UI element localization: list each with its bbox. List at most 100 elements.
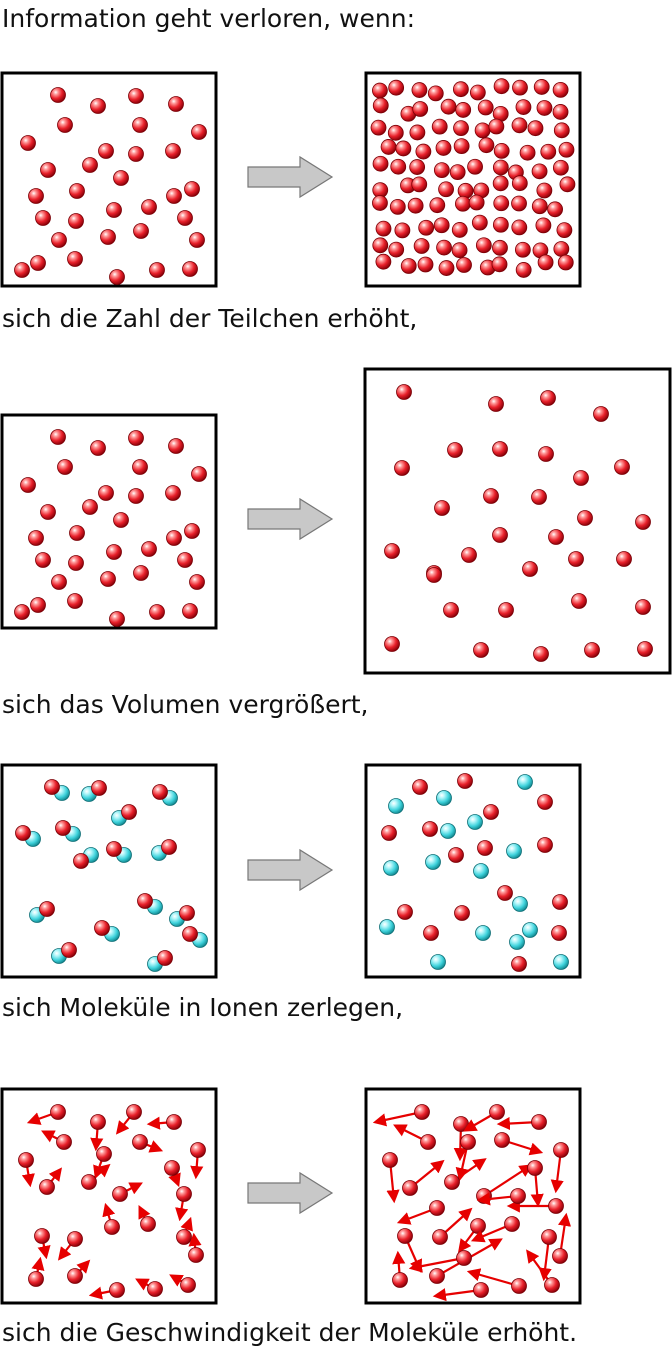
box-velocity-after (364, 1087, 582, 1305)
red-particle (519, 144, 536, 161)
red-particle (20, 135, 36, 151)
red-particle (440, 98, 457, 115)
red-particle (372, 155, 389, 172)
red-particle (455, 102, 472, 118)
red-particle (483, 804, 499, 820)
red-particle (372, 195, 388, 211)
red-particle (469, 84, 486, 101)
red-particle (34, 1228, 50, 1244)
red-particle (454, 905, 470, 921)
red-particle (372, 237, 389, 254)
red-particle (69, 525, 85, 541)
red-particle (531, 163, 548, 180)
red-particle (637, 641, 653, 657)
red-particle (121, 804, 137, 820)
red-particle (492, 159, 509, 176)
red-particle (544, 1277, 560, 1293)
red-particle (427, 85, 444, 102)
red-particle (126, 1104, 142, 1120)
red-particle (535, 217, 552, 234)
red-particle (382, 1152, 398, 1168)
red-particle (540, 390, 556, 406)
red-particle (189, 574, 205, 590)
red-particle (571, 593, 587, 609)
red-particle (426, 567, 442, 583)
red-particle (553, 122, 570, 139)
red-particle (90, 98, 106, 114)
red-particle (113, 512, 129, 528)
red-particle (106, 841, 122, 857)
red-particle (451, 222, 468, 238)
red-particle (412, 779, 428, 795)
red-particle (456, 257, 472, 273)
box-particles-before (0, 71, 218, 288)
box-velocity-before (0, 1087, 218, 1305)
red-particle (511, 219, 528, 236)
red-particle (396, 384, 412, 400)
red-particle (149, 262, 165, 278)
red-particle (497, 885, 513, 901)
red-particle (184, 181, 200, 197)
box-particles-after (364, 71, 582, 288)
red-particle (384, 543, 400, 559)
red-particle (537, 794, 553, 810)
red-particle (411, 82, 428, 98)
red-particle (433, 162, 450, 179)
red-particle (51, 574, 67, 590)
red-particle (67, 251, 83, 267)
cyan-particle (425, 854, 441, 870)
red-particle (20, 477, 36, 493)
red-particle (109, 611, 125, 627)
red-particle (55, 820, 71, 836)
red-particle (402, 1180, 418, 1196)
red-particle (133, 223, 149, 239)
red-particle (106, 202, 122, 218)
red-particle (400, 258, 417, 274)
velocity-arrow (466, 1268, 520, 1288)
cyan-particle (430, 954, 446, 970)
red-particle (512, 79, 528, 96)
red-particle (39, 1179, 55, 1195)
red-particle (394, 222, 411, 239)
red-particle (457, 182, 474, 199)
red-particle (537, 254, 554, 271)
red-particle (179, 905, 195, 921)
red-particle (558, 141, 575, 158)
red-particle (168, 96, 184, 112)
red-particle (494, 1132, 510, 1148)
red-particle (635, 514, 651, 530)
red-particle (498, 602, 514, 618)
red-particle (511, 1278, 527, 1294)
red-particle (68, 555, 84, 571)
red-particle (73, 853, 89, 869)
red-particle (418, 219, 435, 236)
red-particle (166, 530, 182, 546)
red-particle (133, 565, 149, 581)
red-particle (460, 1134, 476, 1150)
red-particle (157, 950, 173, 966)
red-particle (435, 140, 452, 156)
red-particle (593, 406, 609, 422)
red-particle (461, 547, 477, 563)
red-particle (100, 229, 116, 245)
red-particle (128, 146, 144, 162)
red-particle (429, 197, 446, 214)
red-particle (375, 220, 392, 237)
red-particle (370, 119, 387, 136)
red-particle (191, 124, 207, 140)
red-particle (390, 158, 407, 175)
red-particle (182, 603, 198, 619)
red-particle (165, 143, 181, 159)
red-particle (552, 81, 569, 98)
red-particle (493, 142, 510, 159)
red-particle (397, 904, 413, 920)
velocity-arrow (408, 1256, 465, 1273)
red-particle (388, 79, 405, 96)
red-particle (552, 894, 568, 910)
red-particle (147, 1281, 163, 1297)
right-arrow-icon (247, 848, 334, 892)
cyan-particle (509, 934, 525, 950)
red-particle (35, 552, 51, 568)
red-particle (477, 840, 493, 856)
red-particle (417, 256, 434, 273)
